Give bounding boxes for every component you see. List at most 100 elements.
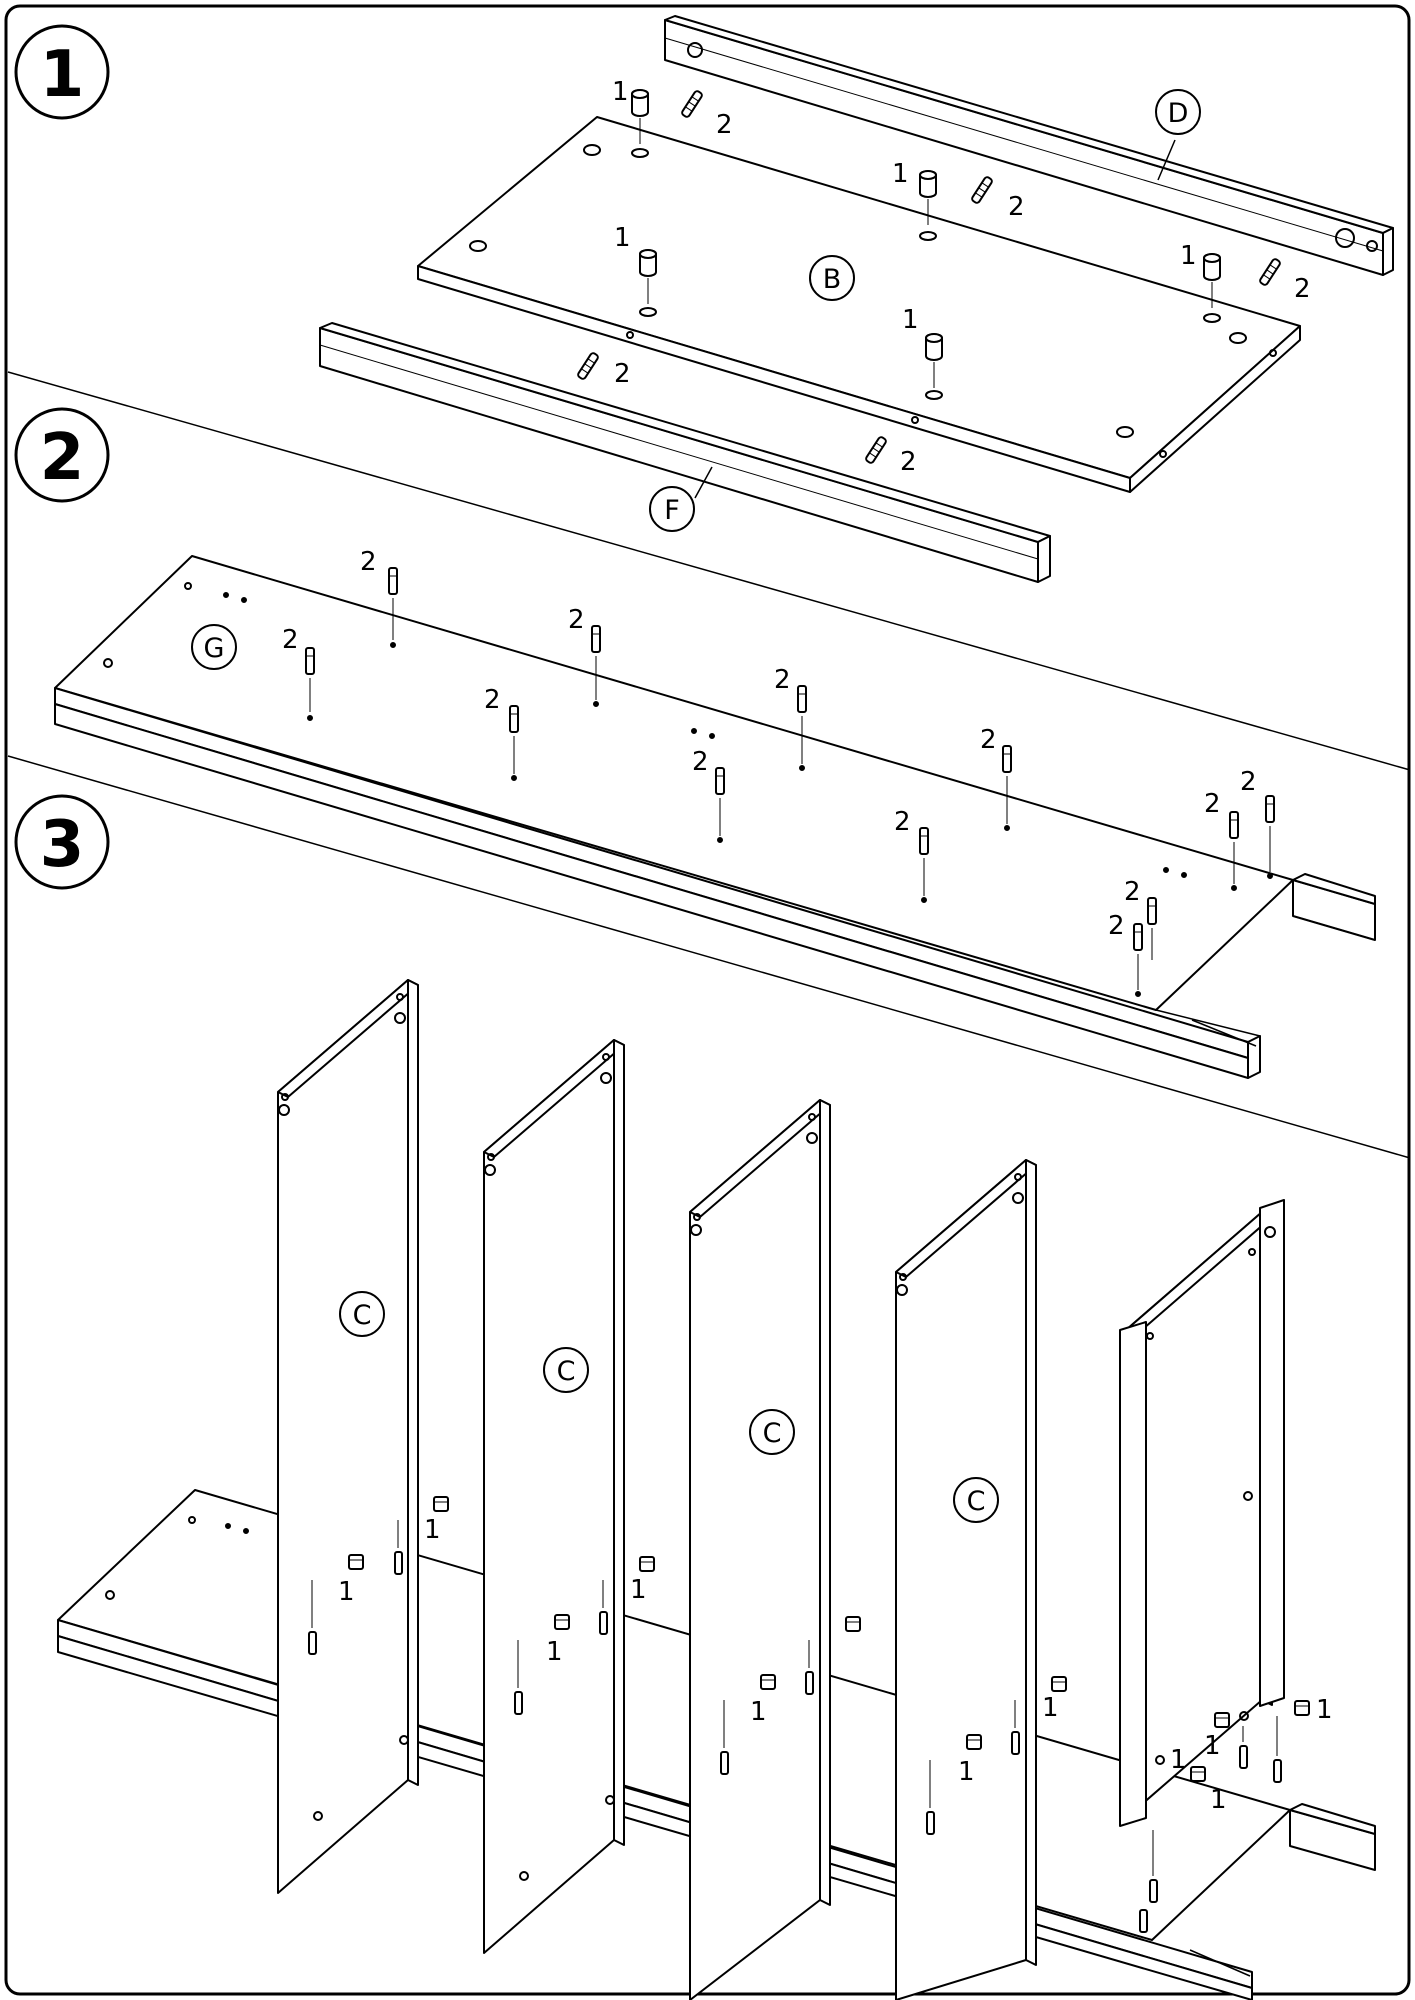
ref-dowel-2: 2	[360, 547, 377, 577]
rail-D: D	[664, 15, 1394, 276]
dowel	[865, 436, 887, 464]
side-panel-C: C	[483, 1039, 625, 1954]
ref-cam-lock-1: 1	[630, 1575, 647, 1605]
part-label-circle-D	[1155, 89, 1201, 135]
dowel	[971, 176, 993, 204]
cam-lock	[433, 1496, 449, 1512]
dowel	[591, 625, 601, 707]
ref-cam-lock-1: 1	[1042, 1693, 1059, 1723]
ref-cam-lock-1: 1	[1316, 1695, 1333, 1725]
cam-lock	[639, 1556, 655, 1572]
step-1-circle	[14, 24, 110, 120]
dowel	[715, 767, 725, 843]
cam-lock	[631, 89, 649, 144]
ref-cam-lock-1: 1	[892, 159, 909, 189]
step-2: 2 G	[14, 407, 1376, 1079]
divider-step-1-2	[7, 371, 1411, 771]
ref-dowel-2: 2	[614, 359, 631, 389]
ref-dowel-2: 2	[692, 747, 709, 777]
cam-lock	[919, 170, 937, 225]
cam-lock	[966, 1734, 982, 1750]
ref-dowel-2: 2	[1294, 274, 1311, 304]
ref-cam-lock-1: 1	[546, 1637, 563, 1667]
dowel	[926, 1760, 935, 1835]
dowel	[797, 685, 807, 771]
base-G: G	[54, 555, 1376, 1079]
dowel	[1273, 1716, 1282, 1783]
rail-F: F	[319, 322, 1051, 583]
dowel	[681, 90, 703, 118]
dowel	[1147, 897, 1157, 960]
cam-lock	[554, 1614, 570, 1630]
dowel	[1002, 745, 1012, 831]
cam-lock	[925, 333, 943, 388]
ref-dowel-2: 2	[1204, 789, 1221, 819]
dowel	[919, 827, 929, 903]
dowel	[1239, 1726, 1248, 1769]
dowel	[394, 1520, 403, 1575]
part-label-circle-F	[649, 486, 695, 532]
panel-B: B	[417, 116, 1301, 493]
ref-dowel-2: 2	[1240, 767, 1257, 797]
cam-lock	[1294, 1700, 1310, 1716]
ref-dowel-2: 2	[900, 447, 917, 477]
ref-cam-lock-1: 1	[614, 223, 631, 253]
ref-dowel-2: 2	[1008, 192, 1025, 222]
step-3: 3 C	[14, 794, 1376, 2000]
ref-dowel-2: 2	[980, 725, 997, 755]
dowel	[1133, 923, 1143, 997]
part-label-C: C	[967, 1486, 986, 1517]
step-1-number: 1	[40, 38, 85, 112]
step-3-circle	[14, 794, 110, 890]
part-label-circle-C	[543, 1347, 589, 1393]
side-panel-C: C	[689, 1099, 831, 2000]
part-label-circle-C	[749, 1409, 795, 1455]
ref-dowel-2: 2	[894, 807, 911, 837]
part-label-circle-B	[809, 255, 855, 301]
ref-cam-lock-1: 1	[1180, 241, 1197, 271]
part-label-C: C	[763, 1418, 782, 1449]
dowel	[514, 1640, 523, 1715]
step-1: 1 D	[14, 15, 1394, 583]
part-label-G: G	[204, 633, 225, 664]
dowel	[577, 352, 599, 380]
side-panel-C: C	[277, 979, 419, 1894]
part-label-C: C	[557, 1356, 576, 1387]
cam-lock	[1214, 1712, 1230, 1728]
ref-dowel-2: 2	[568, 605, 585, 635]
dowel	[1149, 1830, 1158, 1903]
ref-cam-lock-1: 1	[424, 1515, 441, 1545]
ref-cam-lock-1: 1	[612, 77, 629, 107]
part-label-B: B	[823, 264, 842, 295]
ref-cam-lock-1: 1	[1170, 1745, 1187, 1775]
dowel	[305, 647, 315, 721]
ref-dowel-2: 2	[774, 665, 791, 695]
ref-cam-lock-1: 1	[750, 1697, 767, 1727]
ref-dowel-2: 2	[282, 625, 299, 655]
ref-cam-lock-1: 1	[958, 1757, 975, 1787]
ref-dowel-2: 2	[1108, 911, 1125, 941]
dowel	[805, 1640, 814, 1695]
cam-lock	[348, 1554, 364, 1570]
dowel	[1229, 811, 1239, 891]
ref-cam-lock-1: 1	[902, 305, 919, 335]
dowel	[1139, 1909, 1148, 1933]
dowel	[308, 1580, 317, 1655]
page-frame	[4, 4, 1411, 1996]
end-panel-assembly	[1119, 1199, 1285, 1827]
step-3-number: 3	[40, 808, 85, 882]
cam-lock	[760, 1674, 776, 1690]
part-label-circle-C	[953, 1477, 999, 1523]
divider-step-2-3	[7, 755, 1411, 1159]
part-label-D: D	[1168, 98, 1189, 129]
dowel	[509, 705, 519, 781]
part-label-C: C	[353, 1300, 372, 1331]
part-label-F: F	[664, 495, 680, 526]
step-2-number: 2	[40, 421, 85, 495]
step-2-circle	[14, 407, 110, 503]
cam-lock	[1051, 1676, 1067, 1692]
dowel	[388, 567, 398, 648]
cam-lock	[639, 249, 657, 304]
dowel	[1265, 795, 1275, 879]
